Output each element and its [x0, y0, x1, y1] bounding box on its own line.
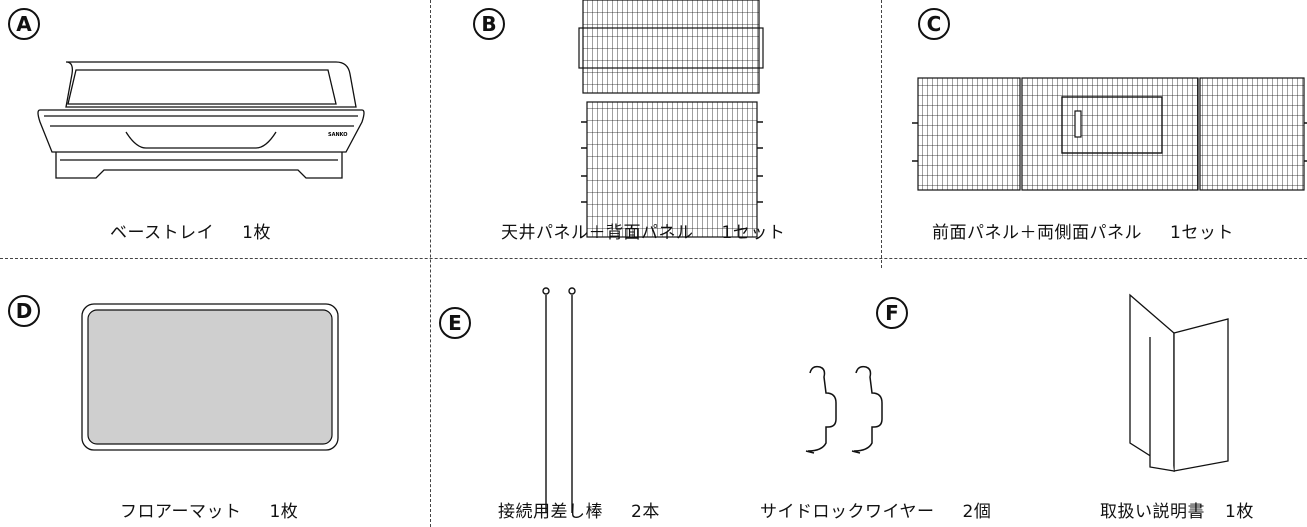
part-badge-b: B: [473, 8, 505, 40]
part-f-caption: サイドロックワイヤー 2個: [760, 497, 991, 522]
side-lock-wire-icon: [805, 365, 883, 454]
part-c-section: C 前面パネル＋両側面パネル 1セット: [882, 0, 1307, 258]
part-badge-c: C: [918, 8, 950, 40]
part-f-name: サイドロックワイヤー: [760, 502, 935, 522]
wire-panel-icon: [578, 0, 764, 238]
part-badge-f: F: [876, 297, 908, 329]
part-d-section: D フロアーマット 1枚: [0, 259, 430, 527]
part-a-section: A SANKO ベーストレイ 1枚: [0, 0, 430, 258]
manual-booklet-icon: [1129, 293, 1229, 473]
part-c-caption: 前面パネル＋両側面パネル 1セット: [932, 218, 1234, 243]
divider-vertical-1: [430, 0, 431, 527]
part-e-section: E 接続用差し棒 2本: [431, 259, 731, 527]
part-d-caption: フロアーマット 1枚: [120, 497, 298, 522]
floor-mat-icon: [81, 303, 339, 451]
part-d-qty: 1枚: [269, 502, 299, 522]
divider-vertical-2: [881, 0, 882, 268]
part-b-caption: 天井パネル＋背面パネル 1セット: [501, 218, 785, 243]
part-b-qty: 1セット: [721, 223, 786, 243]
part-b-name: 天井パネル＋背面パネル: [501, 223, 694, 243]
part-c-name: 前面パネル＋両側面パネル: [932, 223, 1142, 243]
part-a-name: ベーストレイ: [110, 223, 215, 243]
wire-panel-icon: [912, 77, 1307, 191]
part-badge-e: E: [439, 307, 471, 339]
part-b-section: B 天井パネル＋背面パネル 1セット: [431, 0, 881, 258]
connecting-rod-icon: [542, 287, 576, 513]
part-e-qty: 2本: [631, 502, 660, 522]
part-a-qty: 1枚: [242, 223, 271, 243]
part-e-caption: 接続用差し棒 2本: [498, 497, 660, 522]
manual-caption: 取扱い説明書 1枚: [1100, 497, 1254, 522]
part-e-name: 接続用差し棒: [498, 502, 603, 522]
part-f-section: F サイドロックワイヤー 2個: [750, 259, 1070, 527]
part-d-name: フロアーマット: [120, 502, 242, 522]
tray-logo-text: SANKO: [328, 132, 348, 138]
manual-name: 取扱い説明書: [1100, 502, 1205, 522]
part-badge-a: A: [8, 8, 40, 40]
base-tray-icon: SANKO: [37, 61, 365, 179]
manual-qty: 1枚: [1225, 502, 1254, 522]
divider-horizontal: [0, 258, 1307, 259]
part-f-qty: 2個: [962, 502, 992, 522]
part-badge-d: D: [8, 295, 40, 327]
manual-section: 取扱い説明書 1枚: [1070, 259, 1307, 527]
part-a-caption: ベーストレイ 1枚: [110, 218, 271, 243]
part-c-qty: 1セット: [1170, 223, 1234, 243]
